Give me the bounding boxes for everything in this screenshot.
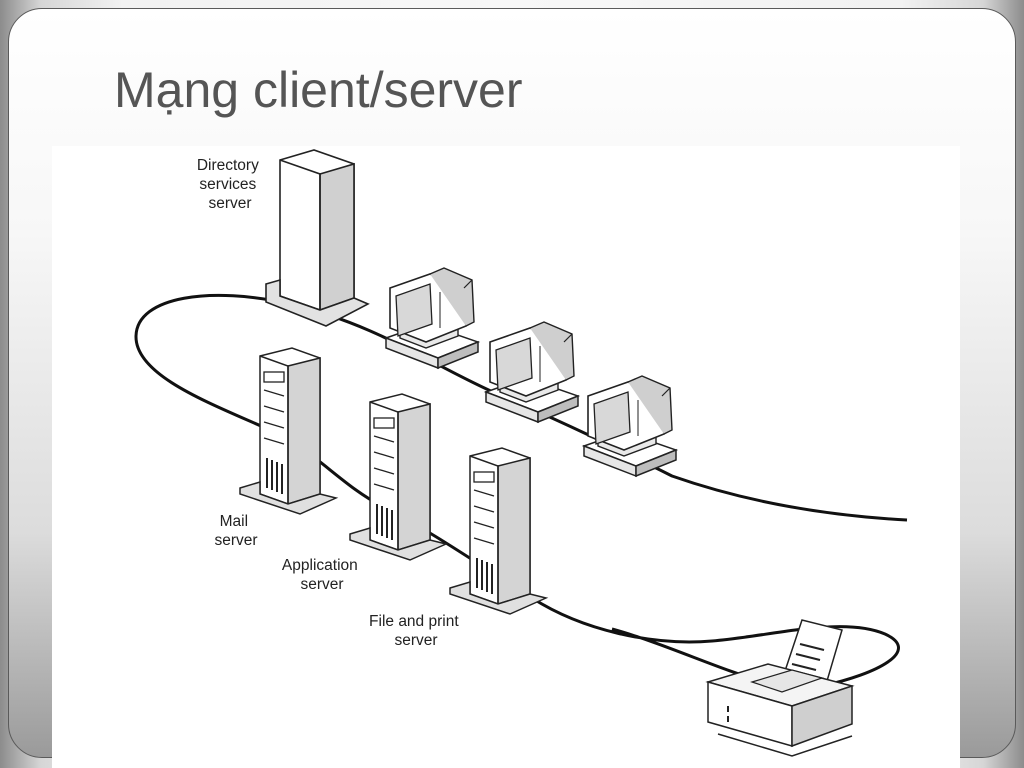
label-mail-server: Mail server (214, 513, 257, 549)
label-directory-services-server: Directory services server (197, 157, 263, 212)
printer-icon (705, 619, 855, 757)
rack-server-icon (239, 347, 337, 515)
slide-title: Mạng client/server (114, 62, 523, 118)
rack-server-icon (449, 447, 547, 615)
network-diagram: Directory services server Mail server Ap… (52, 146, 960, 768)
workstation-icon (583, 375, 677, 477)
workstation-icon (485, 321, 579, 423)
tower-server-icon (265, 149, 370, 327)
label-file-print-server: File and print server (369, 613, 463, 649)
label-application-server: Application server (282, 557, 362, 593)
workstation-icon (385, 267, 479, 369)
